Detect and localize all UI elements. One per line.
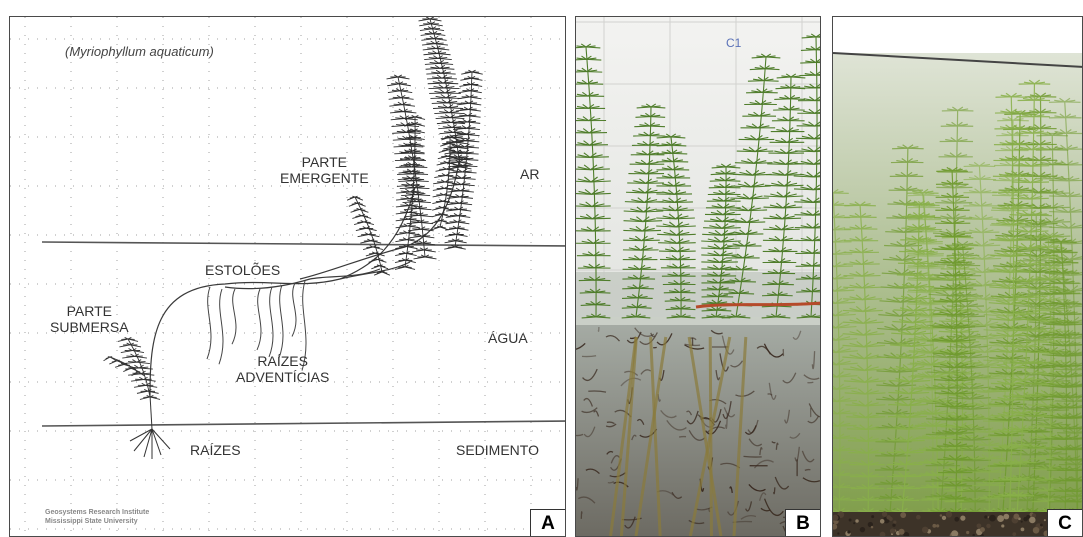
air-water-line — [42, 242, 566, 246]
water-sediment-line — [42, 421, 566, 426]
plant-diagram — [10, 17, 566, 537]
emergent-plant — [347, 17, 483, 275]
label-parte-submersa: PARTE SUBMERSA — [50, 303, 129, 335]
species-name: (Myriophyllum aquaticum) — [65, 44, 214, 59]
label-agua: ÁGUA — [488, 330, 528, 346]
label-sedimento: SEDIMENTO — [456, 442, 539, 458]
label-parte-emergente: PARTE EMERGENTE — [280, 154, 369, 186]
institution-credit: Geosystems Research Institute Mississipp… — [45, 508, 149, 526]
submersed-plant — [104, 337, 161, 399]
photo-panel-b: C1 B — [575, 16, 821, 537]
tank-mark: C1 — [726, 36, 742, 50]
panel-letter-a: A — [530, 509, 565, 536]
tank-photo-c — [833, 17, 1083, 537]
panel-letter-c: C — [1047, 509, 1082, 536]
label-estoloes: ESTOLÕES — [205, 262, 280, 278]
tank-photo-b: C1 — [576, 17, 821, 537]
label-ar: AR — [520, 166, 539, 182]
panel-letter-b: B — [785, 509, 820, 536]
diagram-panel-a: (Myriophyllum aquaticum) PARTE EMERGENTE… — [9, 16, 566, 537]
photo-panel-c: C — [832, 16, 1083, 537]
label-raizes: RAÍZES — [190, 442, 241, 458]
roots-drawing — [130, 395, 170, 459]
label-raizes-adventicias: RAÍZES ADVENTÍCIAS — [236, 353, 329, 385]
dotted-grid — [10, 17, 566, 537]
